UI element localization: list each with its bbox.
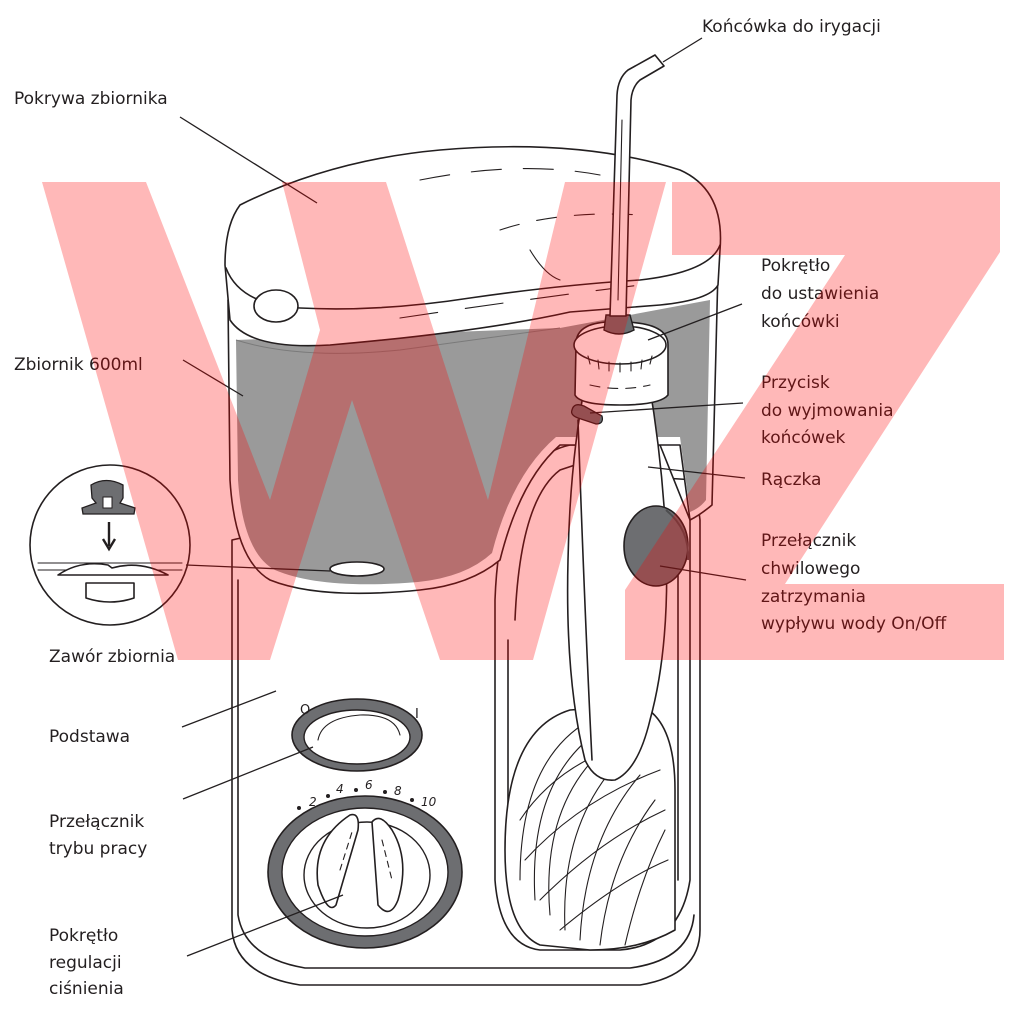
mode-switch: O I	[292, 699, 422, 771]
mode-on-mark: I	[415, 707, 419, 722]
label-knob-line-1: Pokrętło	[761, 256, 830, 276]
label-pressure-line-2: regulacji	[49, 953, 122, 973]
scale-10: 10	[421, 795, 437, 809]
scale-8: 8	[394, 784, 402, 798]
label-pressure-line-3: ciśnienia	[49, 979, 124, 999]
label-irrigation-tip: Końcówka do irygacji	[702, 17, 881, 37]
label-valve: Zawór zbiornia	[49, 647, 175, 667]
label-mode-line-2: trybu pracy	[49, 839, 147, 859]
scale-6: 6	[365, 778, 373, 792]
mode-off-mark: O	[300, 703, 310, 718]
scale-4: 4	[336, 782, 344, 796]
label-base: Podstawa	[49, 727, 130, 747]
scale-2: 2	[309, 795, 317, 809]
label-pressure-line-1: Pokrętło	[49, 926, 118, 946]
label-mode-line-1: Przełącznik	[49, 812, 144, 832]
label-tank-lid: Pokrywa zbiornika	[14, 89, 168, 109]
